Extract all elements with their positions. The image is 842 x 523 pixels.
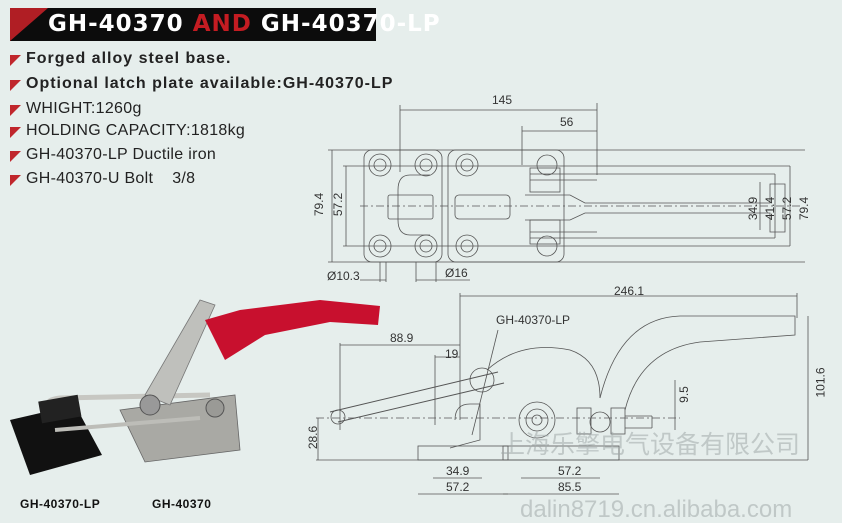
dim-9-5: 9.5 — [676, 386, 691, 403]
feature-bullet: WHIGHT:1260g — [10, 100, 142, 118]
feature-bullet: Optional latch plate available:GH-40370-… — [10, 75, 393, 93]
dim-145: 145 — [492, 93, 513, 107]
title-banner — [10, 8, 376, 41]
bullet-arrow-icon — [10, 174, 21, 186]
dim-28-6: 28.6 — [306, 425, 321, 450]
watermark-company: 上海乐擎电气设备有限公司 — [500, 431, 801, 459]
dim-79-4-right: 79.4 — [797, 196, 812, 221]
bullet-arrow-icon — [10, 104, 21, 116]
dim-56: 56 — [560, 115, 574, 129]
dim-34-9-base: 34.9 — [446, 464, 470, 478]
dim-19: 19 — [445, 347, 459, 361]
latch-plate-callout: GH-40370-LP — [496, 313, 571, 327]
title-model: GH-40370 — [48, 11, 184, 37]
bullet-text: HOLDING CAPACITY:1818kg — [26, 122, 246, 139]
product-photo — [10, 299, 380, 475]
top-view-drawing — [328, 103, 805, 282]
watermark-site: dalin8719.cn.alibaba.com — [520, 496, 793, 523]
title-and: AND — [192, 11, 252, 37]
product-title: GH-40370 AND GH-40370-LP — [48, 11, 441, 37]
dim-41-4: 41.4 — [763, 196, 778, 221]
dim-101-6: 101.6 — [813, 367, 828, 398]
dim-246-1: 246.1 — [614, 284, 645, 298]
product-label-main: GH-40370 — [152, 497, 212, 511]
side-view-drawing — [316, 293, 809, 495]
title-accent-triangle — [10, 8, 48, 41]
product-label-lp: GH-40370-LP — [20, 497, 101, 511]
dim-85-5: 85.5 — [558, 480, 582, 494]
dim-57-2-right: 57.2 — [780, 196, 795, 221]
feature-bullet: HOLDING CAPACITY:1818kg — [10, 122, 245, 140]
dim-hole-16: Ø16 — [445, 266, 468, 280]
bullet-arrow-icon — [10, 150, 21, 162]
bullet-arrow-icon — [10, 79, 21, 91]
dim-57-2-base-right: 57.2 — [558, 464, 582, 478]
dim-88-9: 88.9 — [390, 331, 414, 345]
bullet-text: GH-40370-U Bolt 3/8 — [26, 170, 196, 187]
bullet-arrow-icon — [10, 126, 21, 138]
bullet-arrow-icon — [10, 54, 21, 66]
bullet-text: WHIGHT:1260g — [26, 100, 142, 117]
bullet-text: Optional latch plate available:GH-40370-… — [26, 75, 394, 92]
dim-79-4-left: 79.4 — [312, 192, 327, 217]
feature-bullet: GH-40370-LP Ductile iron — [10, 146, 216, 164]
feature-bullet: GH-40370-U Bolt 3/8 — [10, 170, 195, 188]
feature-bullet: Forged alloy steel base. — [10, 50, 231, 68]
title-model-lp: GH-40370-LP — [260, 11, 441, 37]
dim-34-9: 34.9 — [746, 196, 761, 221]
bullet-text: GH-40370-LP Ductile iron — [26, 146, 217, 163]
dim-57-2-left: 57.2 — [331, 192, 346, 217]
dim-hole-10-3: Ø10.3 — [327, 269, 360, 283]
dim-57-2-base-left: 57.2 — [446, 480, 470, 494]
bullet-text: Forged alloy steel base. — [26, 50, 232, 67]
